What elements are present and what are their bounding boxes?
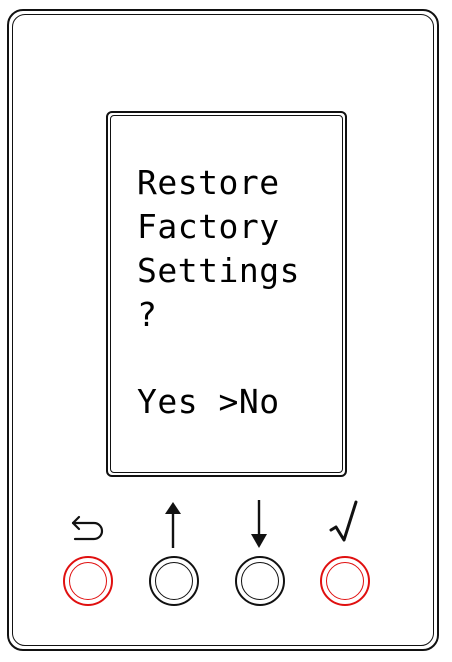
- lcd-line-question-mark: ?: [137, 295, 158, 334]
- confirm-button-ring: [326, 562, 364, 600]
- checkmark-icon: [320, 500, 370, 552]
- down-arrow-icon: [235, 500, 285, 552]
- up-button[interactable]: [149, 556, 199, 606]
- device-frame-outer: [7, 9, 439, 651]
- device-frame-inner: [12, 14, 434, 646]
- down-button-ring: [241, 562, 279, 600]
- lcd-options-yes-no: Yes >No: [137, 382, 280, 421]
- back-arrow-icon: [63, 500, 113, 552]
- down-button[interactable]: [235, 556, 285, 606]
- back-button[interactable]: [63, 556, 113, 606]
- back-button-ring: [69, 562, 107, 600]
- lcd-line-settings: Settings: [137, 251, 300, 290]
- lcd-line-factory: Factory: [137, 207, 280, 246]
- lcd-line-restore: Restore: [137, 163, 280, 202]
- up-arrow-icon: [149, 500, 199, 552]
- up-button-ring: [155, 562, 193, 600]
- lcd-screen-frame: [106, 111, 347, 477]
- lcd-screen: [110, 115, 343, 473]
- confirm-button[interactable]: [320, 556, 370, 606]
